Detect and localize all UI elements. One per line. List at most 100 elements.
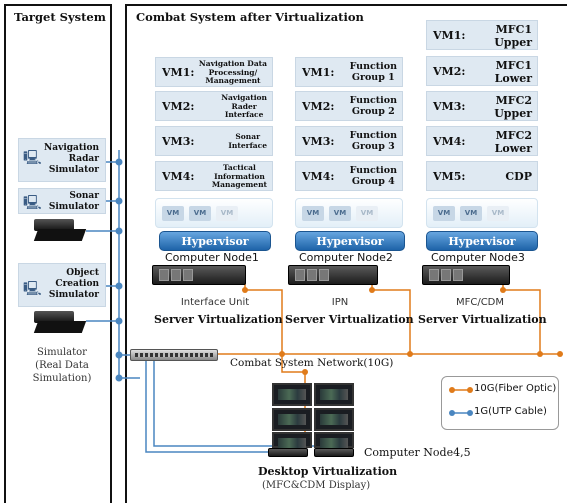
monitor [272, 383, 312, 406]
monitor [272, 408, 312, 431]
vm-desc-line: Group 2 [351, 105, 395, 117]
node1-vm-strip: VM VM VM [155, 198, 273, 228]
network-switch [130, 349, 218, 361]
vm-desc-line: MFC1 [495, 59, 532, 72]
vm-desc: Function Group 3 [349, 130, 397, 152]
node1-vm2: VM2: Navigation Rader Interface [155, 91, 273, 121]
navigation-radar-simulator: 🖳 Navigation Radar Simulator [18, 138, 106, 182]
node3-vm5: VM5: CDP [426, 161, 538, 191]
simulator-pc-icon [33, 311, 87, 353]
simulator-label: Navigation Radar Simulator [44, 143, 99, 176]
node2-vm3: VM3: Function Group 3 [295, 126, 403, 156]
vm-desc: MFC2 Upper [494, 94, 532, 120]
monitor [314, 383, 354, 406]
vm-tag: VM4: [302, 170, 335, 183]
vm-desc-line: Function [349, 130, 397, 141]
fiber-legend-icon [449, 387, 473, 393]
vm-desc-line: Tactical [222, 163, 256, 172]
node2-server [288, 265, 378, 285]
vm-desc-line: Interface [224, 110, 264, 119]
vm-tag: VM2: [162, 100, 195, 113]
node2-virtualization: Server Virtualization [285, 313, 414, 326]
caption-line: (Real Data [35, 360, 89, 371]
sim-line: Simulator [48, 202, 99, 212]
vm-desc-line: Information [214, 171, 265, 181]
target-system-title: Target System [14, 10, 106, 24]
vm-tag: VM1: [433, 29, 466, 42]
vm-desc: MFC1 Lower [495, 59, 532, 85]
vm-tag: VM2: [302, 100, 335, 113]
vm-chip: VM [433, 206, 455, 221]
vm-desc-line: MFC2 [495, 129, 532, 142]
network-label: Combat System Network(10G) [230, 357, 394, 369]
vm-tag: VM3: [433, 100, 466, 113]
node1-vm1: VM1: Navigation Data Processing/ Managem… [155, 57, 273, 87]
vm-chip: VM [460, 206, 482, 221]
vm-desc-line: Navigation Data [198, 59, 267, 68]
vm-desc: Function Group 4 [349, 165, 397, 187]
vm-tag: VM5: [433, 170, 466, 183]
vm-desc: Navigation Rader Interface [221, 93, 267, 120]
vm-desc-line: Function [349, 61, 397, 72]
vm-chip: VM [162, 206, 184, 221]
sim-line: Radar [68, 154, 99, 164]
node45-label: Computer Node4,5 [364, 446, 471, 459]
node1-virtualization: Server Virtualization [154, 313, 283, 326]
vm-desc-line: Management [211, 180, 267, 189]
vm-tag: VM3: [162, 135, 195, 148]
simulator-pc-icon [33, 219, 87, 261]
vm-desc-line: Processing/ [208, 67, 258, 77]
computer-icon: 🖳 [23, 150, 42, 166]
vm-tag: VM3: [302, 135, 335, 148]
vm-desc: MFC2 Lower [495, 129, 532, 155]
vm-desc-line: Upper [494, 36, 532, 49]
legend: 10G(Fiber Optic) 1G(UTP Cable) [441, 376, 559, 430]
computer-icon: 🖳 [23, 195, 42, 211]
vm-desc: Function Group 2 [349, 95, 397, 117]
vm-tag: VM4: [433, 135, 466, 148]
vm-tag: VM1: [162, 66, 195, 79]
node3-hypervisor: Hypervisor [426, 231, 538, 251]
vm-desc-line: Function [349, 165, 397, 176]
vm-desc-line: Rader [231, 101, 257, 111]
node1-label: Computer Node1 [165, 251, 259, 264]
node3-vm2: VM2: MFC1 Lower [426, 56, 538, 86]
node1-hypervisor: Hypervisor [159, 231, 271, 251]
utp-legend-label: 1G(UTP Cable) [474, 406, 547, 417]
vm-desc-line: Function [349, 95, 397, 106]
vm-desc-line: Management [205, 76, 261, 85]
desktop-virtualization-title: Desktop Virtualization [258, 465, 398, 478]
vm-chip: VM [356, 206, 378, 221]
sonar-simulator: 🖳 Sonar Simulator [18, 188, 106, 214]
fiber-legend-label: 10G(Fiber Optic) [474, 383, 557, 394]
node45-server [268, 448, 308, 457]
vm-desc: Function Group 1 [349, 61, 397, 83]
sim-line: Creation [55, 279, 99, 289]
sim-line: Simulator [48, 290, 99, 300]
vm-desc-line: CDP [505, 170, 532, 183]
caption-line: Simulation) [32, 373, 92, 384]
monitor [314, 432, 354, 449]
vm-desc-line: MFC2 [495, 94, 532, 107]
monitor [314, 408, 354, 431]
monitor [272, 432, 312, 449]
node3-vm4: VM4: MFC2 Lower [426, 126, 538, 156]
node3-server [422, 265, 510, 285]
node2-vm4: VM4: Function Group 4 [295, 161, 403, 191]
node2-vm-strip: VM VM VM [295, 198, 403, 228]
node2-vm1: VM1: Function Group 1 [295, 57, 403, 87]
node1-vm3: VM3: Sonar Interface [155, 126, 273, 156]
node2-vm2: VM2: Function Group 2 [295, 91, 403, 121]
object-creation-simulator: 🖳 Object Creation Simulator [18, 263, 106, 307]
vm-tag: VM1: [302, 66, 335, 79]
vm-desc: Sonar Interface [228, 132, 267, 150]
vm-chip: VM [329, 206, 351, 221]
node45-server [314, 448, 354, 457]
sim-line: Simulator [48, 165, 99, 175]
vm-tag: VM4: [162, 170, 195, 183]
desktop-virtualization-subtitle: (MFC&CDM Display) [262, 480, 371, 491]
simulator-label: Object Creation Simulator [49, 268, 99, 301]
vm-desc-line: Lower [494, 72, 532, 85]
vm-desc-line: Group 3 [351, 140, 395, 152]
